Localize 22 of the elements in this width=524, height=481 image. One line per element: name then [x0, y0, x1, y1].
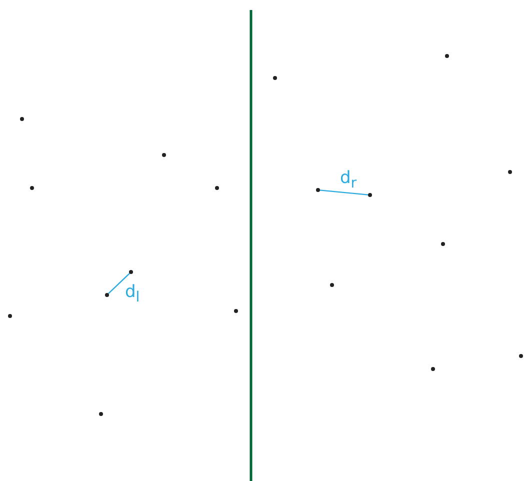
point-dot [30, 186, 34, 190]
point-dot [234, 309, 238, 313]
point-dot [8, 314, 12, 318]
edge-label: d$_{l}$ [124, 284, 141, 305]
point-dot [445, 54, 449, 58]
point-dot [441, 242, 445, 246]
distance-line [108, 272, 130, 294]
edge-label: d$_{r}$ [339, 170, 358, 191]
distance-line [320, 190, 368, 196]
point-dot [368, 193, 372, 197]
point-dot [431, 367, 435, 371]
point-dot [99, 412, 103, 416]
point-dot [519, 354, 523, 358]
point-dot [20, 117, 24, 121]
point-dot [215, 186, 219, 190]
point-dot [330, 283, 334, 287]
point-dot [273, 76, 277, 80]
point-dot [316, 188, 320, 192]
point-dot [508, 170, 512, 174]
point-dot [162, 153, 166, 157]
point-dot [129, 270, 133, 274]
point-dot [105, 293, 109, 297]
